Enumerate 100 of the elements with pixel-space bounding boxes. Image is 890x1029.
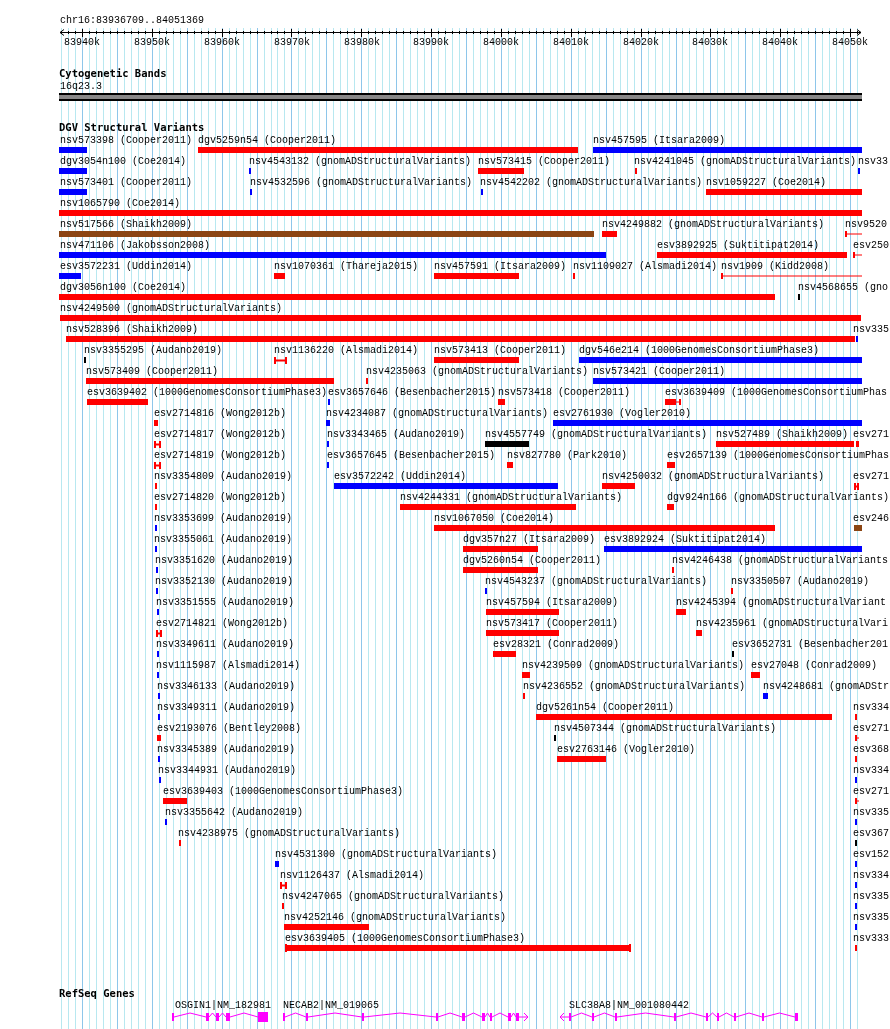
variant-label: nsv3344931 (Audano2019)	[158, 765, 297, 776]
gene-label: NECAB2|NM_019065	[283, 1000, 379, 1011]
variant-label: nsv471106 (Jakobsson2008)	[60, 240, 211, 251]
variant-label: nsv335	[853, 324, 889, 335]
variant-label: esv271	[853, 471, 889, 482]
variant-label: nsv3353699 (Audano2019)	[154, 513, 293, 524]
variant-label: esv28321 (Conrad2009)	[493, 639, 620, 650]
variant-label: nsv4244331 (gnomADStructuralVariants)	[400, 492, 623, 503]
tick-label: 83970k	[274, 37, 310, 48]
variant-label: nsv3349611 (Audano2019)	[156, 639, 295, 650]
variant-label: nsv334	[853, 870, 889, 881]
variant-label: esv3639402 (1000GenomesConsortiumPhase3)	[87, 387, 328, 398]
variant-label: nsv1115987 (Alsmadi2014)	[156, 660, 301, 671]
variant-label: nsv4236552 (gnomADStructuralVariants)	[523, 681, 746, 692]
gene-label: OSGIN1|NM_182981	[175, 1000, 271, 1011]
variant-label: esv250	[853, 240, 889, 251]
variant-label: nsv573398 (Cooper2011)	[60, 135, 193, 146]
variant-label: esv152	[853, 849, 889, 860]
tick-label: 84010k	[553, 37, 589, 48]
variant-label: nsv4241045 (gnomADStructuralVariants)	[634, 156, 857, 167]
variant-label: esv367	[853, 828, 889, 839]
variant-label: esv2714819 (Wong2012b)	[154, 450, 287, 461]
variant-label: nsv4252146 (gnomADStructuralVariants)	[284, 912, 507, 923]
variant-label: dgv5261n54 (Cooper2011)	[536, 702, 675, 713]
variant-label: nsv573413 (Cooper2011)	[434, 345, 567, 356]
position-label: chr16:83936709..84051369	[60, 15, 205, 26]
variant-label: nsv1059227 (Coe2014)	[706, 177, 827, 188]
variant-label: esv2714821 (Wong2012b)	[156, 618, 289, 629]
variant-label: nsv4234087 (gnomADStructuralVariants)	[326, 408, 549, 419]
variant-label: dgv3054n100 (Coe2014)	[60, 156, 187, 167]
variant-label: nsv335	[853, 807, 889, 818]
variant-label: nsv4235063 (gnomADStructuralVariants)	[366, 366, 589, 377]
variant-label: nsv1070361 (Thareja2015)	[274, 261, 419, 272]
variant-label: esv2763146 (Vogler2010)	[557, 744, 696, 755]
variant-label: nsv3351555 (Audano2019)	[156, 597, 295, 608]
variant-label: dgv357n27 (Itsara2009)	[463, 534, 596, 545]
variant-label: esv271	[853, 786, 889, 797]
variant-label: nsv457591 (Itsara2009)	[434, 261, 567, 272]
variant-label: nsv4239509 (gnomADStructuralVariants)	[522, 660, 745, 671]
variant-label: nsv1065790 (Coe2014)	[60, 198, 181, 209]
variant-label: nsv1136220 (Alsmadi2014)	[274, 345, 419, 356]
track-title: DGV Structural Variants	[59, 122, 205, 133]
track-title: Cytogenetic Bands	[59, 68, 167, 79]
tick-label: 83960k	[204, 37, 240, 48]
variant-label: esv2714820 (Wong2012b)	[154, 492, 287, 503]
tick-label: 84020k	[623, 37, 659, 48]
tick-label: 83950k	[134, 37, 170, 48]
variant-label: nsv333	[853, 933, 889, 944]
variant-label: nsv3350507 (Audano2019)	[731, 576, 870, 587]
variant-label: esv2714816 (Wong2012b)	[154, 408, 287, 419]
variant-label: nsv4247065 (gnomADStructuralVariants)	[282, 891, 505, 902]
variant-label: esv2714817 (Wong2012b)	[154, 429, 287, 440]
variant-label: nsv33	[858, 156, 888, 167]
variant-label: esv3657646 (Besenbacher2015)	[328, 387, 497, 398]
variant-label: nsv3349311 (Audano2019)	[157, 702, 296, 713]
band-label: 16q23.3	[60, 81, 102, 92]
variant-label: nsv335	[853, 912, 889, 923]
variant-label: nsv3355642 (Audano2019)	[165, 807, 304, 818]
variant-label: esv3652731 (Besenbacher201	[732, 639, 889, 650]
variant-label: esv368	[853, 744, 889, 755]
variant-label: nsv4543237 (gnomADStructuralVariants)	[485, 576, 708, 587]
variant-label: nsv3354809 (Audano2019)	[154, 471, 293, 482]
variant-label: nsv1909 (Kidd2008)	[721, 261, 830, 272]
variant-label: nsv4542202 (gnomADStructuralVariants)	[480, 177, 703, 188]
variant-label: nsv3355061 (Audano2019)	[154, 534, 293, 545]
variant-label: nsv1067050 (Coe2014)	[434, 513, 555, 524]
variant-label: nsv4507344 (gnomADStructuralVariants)	[554, 723, 777, 734]
variant-label: nsv4246438 (gnomADStructuralVariants	[672, 555, 889, 566]
variant-label: nsv573401 (Cooper2011)	[60, 177, 193, 188]
variant-label: nsv4568655 (gno	[798, 282, 888, 293]
variant-label: nsv517566 (Shaikh2009)	[60, 219, 193, 230]
variant-label: esv271	[853, 429, 889, 440]
variant-label: esv3639403 (1000GenomesConsortiumPhase3)	[163, 786, 404, 797]
variant-label: nsv3343465 (Audano2019)	[327, 429, 466, 440]
variant-label: nsv573415 (Cooper2011)	[478, 156, 611, 167]
variant-label: nsv4238975 (gnomADStructuralVariants)	[178, 828, 401, 839]
variant-label: nsv573409 (Cooper2011)	[86, 366, 219, 377]
variant-label: esv3639405 (1000GenomesConsortiumPhase3)	[285, 933, 526, 944]
variant-label: nsv3351620 (Audano2019)	[155, 555, 294, 566]
variant-label: nsv4249500 (gnomADStructuralVariants)	[60, 303, 283, 314]
variant-label: nsv4249882 (gnomADStructuralVariants)	[602, 219, 825, 230]
variant-label: nsv4235961 (gnomADStructuralVari	[696, 618, 889, 629]
variant-label: nsv3346133 (Audano2019)	[157, 681, 296, 692]
variant-label: nsv4248681 (gnomADStr	[763, 681, 890, 692]
variant-label: esv27048 (Conrad2009)	[751, 660, 878, 671]
variant-label: nsv573421 (Cooper2011)	[593, 366, 726, 377]
variant-label: dgv5260n54 (Cooper2011)	[463, 555, 602, 566]
variant-label: esv3657645 (Besenbacher2015)	[327, 450, 496, 461]
variant-label: nsv335	[853, 891, 889, 902]
variant-label: nsv1109027 (Alsmadi2014)	[573, 261, 718, 272]
variant-label: nsv827780 (Park2010)	[507, 450, 628, 461]
tick-label: 84050k	[832, 37, 868, 48]
variant-label: esv3892925 (Suktitipat2014)	[657, 240, 820, 251]
tick-label: 83990k	[413, 37, 449, 48]
variant-label: nsv334	[853, 765, 889, 776]
variant-label: nsv3355295 (Audano2019)	[84, 345, 223, 356]
tick-label: 83980k	[344, 37, 380, 48]
variant-label: nsv334	[853, 702, 889, 713]
tick-label: 84030k	[692, 37, 728, 48]
variant-label: esv3572242 (Uddin2014)	[334, 471, 467, 482]
